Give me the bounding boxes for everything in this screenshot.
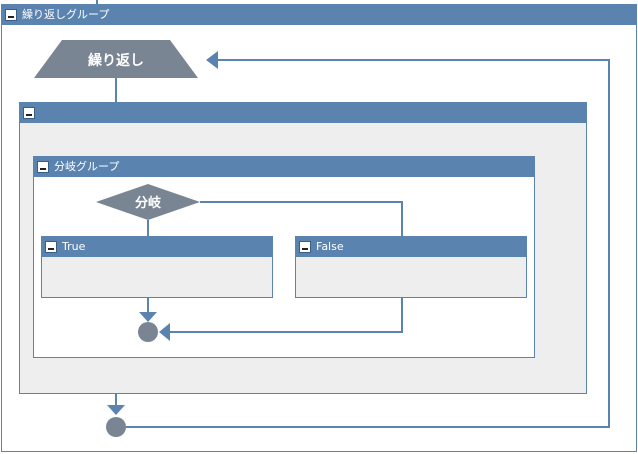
false-to-merge-connector xyxy=(170,298,403,333)
loop-node-label: 繰り返し xyxy=(88,52,144,69)
inner-group-collapse-button[interactable] xyxy=(23,107,35,119)
loop-end-node[interactable] xyxy=(106,417,126,437)
true-branch-title: True xyxy=(62,240,86,253)
branch-merge-node[interactable] xyxy=(138,322,158,342)
true-merge-arrowhead xyxy=(139,312,157,322)
inner-group-header xyxy=(20,103,586,123)
false-branch-header: False xyxy=(296,237,526,257)
branch-node-label: 分岐 xyxy=(135,195,162,211)
false-branch-title: False xyxy=(316,240,344,253)
loop-back-arrowhead xyxy=(206,51,218,69)
loop-group: 繰り返しグループ xyxy=(1,4,637,452)
loop-group-collapse-button[interactable] xyxy=(5,9,17,21)
true-branch: True xyxy=(41,236,273,298)
branch-group-title: 分岐グループ xyxy=(54,160,120,173)
loop-group-title: 繰り返しグループ xyxy=(22,8,110,21)
branch-group-collapse-button[interactable] xyxy=(37,161,49,173)
false-merge-arrowhead xyxy=(159,323,170,341)
loop-group-header: 繰り返しグループ xyxy=(2,5,636,25)
branch-to-false-connector xyxy=(200,201,403,236)
true-branch-header: True xyxy=(42,237,272,257)
false-branch-collapse-button[interactable] xyxy=(299,241,311,253)
loop-node[interactable] xyxy=(34,40,198,78)
false-branch: False xyxy=(295,236,527,298)
branch-node[interactable] xyxy=(96,184,200,220)
branch-group-header: 分岐グループ xyxy=(34,157,534,177)
loop-end-arrowhead xyxy=(107,405,125,415)
true-branch-collapse-button[interactable] xyxy=(45,241,57,253)
loop-back-connector xyxy=(126,59,610,428)
